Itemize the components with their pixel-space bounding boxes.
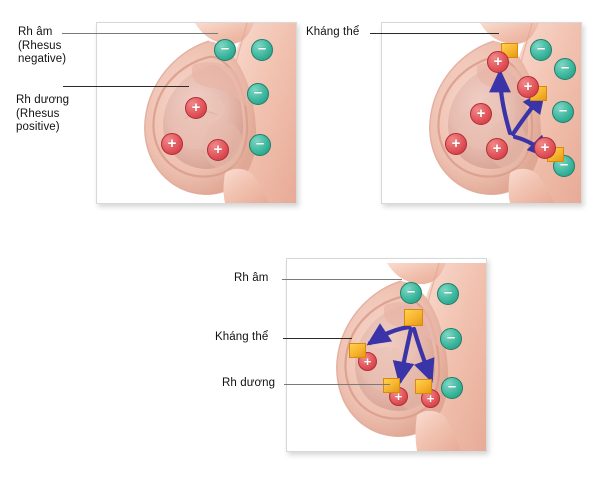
negative-sign: –: [406, 283, 416, 300]
fetal-rh-positive-cell: +: [161, 133, 183, 155]
antibody-leader-line: [370, 33, 499, 35]
positive-sign: +: [492, 140, 502, 157]
maternal-rh-negative-cell: –: [552, 101, 574, 123]
maternal-rh-negative-cell: –: [530, 39, 552, 61]
positive-sign: +: [213, 141, 223, 158]
positive-sign: +: [191, 99, 201, 116]
negative-sign: –: [220, 40, 230, 57]
maternal-rh-negative-cell: –: [554, 58, 576, 80]
negative-sign: –: [560, 59, 570, 76]
rh-positive-label: Rh dương: [222, 377, 276, 389]
fetal-rh-positive-cell: +: [470, 103, 492, 125]
fetal-rh-positive-cell: +: [486, 138, 508, 160]
maternal-rh-negative-cell: –: [437, 283, 459, 305]
maternal-rh-negative-cell: –: [214, 39, 236, 61]
positive-sign: +: [476, 105, 486, 122]
rh-negative-label: Rh âm: [234, 272, 269, 284]
negative-sign: –: [536, 40, 546, 57]
positive-sign: +: [426, 390, 435, 406]
rh-positive-leader-line: [284, 384, 390, 385]
panel-antibodies-attack-fetal-cells: – – – – + + +: [286, 258, 487, 452]
rh-negative-leader-line: [62, 33, 218, 34]
positive-sign: +: [523, 78, 533, 95]
maternal-rh-negative-cell: –: [441, 377, 463, 399]
maternal-rh-negative-cell: –: [251, 39, 273, 61]
negative-sign: –: [447, 378, 457, 395]
negative-sign: –: [446, 329, 456, 346]
fetal-rh-positive-cell: +: [185, 97, 207, 119]
antibody-square: [404, 309, 423, 326]
maternal-rh-negative-cell: –: [247, 83, 269, 105]
negative-sign: –: [253, 84, 263, 101]
antibody-label: Kháng thể: [215, 331, 269, 343]
negative-sign: –: [257, 40, 267, 57]
antibody-bound-cell: +: [517, 76, 539, 98]
positive-sign: +: [167, 135, 177, 152]
rh-positive-label: Rh dương (Rhesus positive): [16, 94, 70, 133]
panel-1-artwork: – – – – + + +: [97, 23, 296, 203]
positive-sign: +: [540, 139, 550, 156]
panel-3-artwork: – – – – + + +: [287, 259, 486, 451]
antibody-bound-cell: +: [487, 51, 509, 73]
negative-sign: –: [255, 135, 265, 152]
rh-negative-label: Rh âm (Rhesus negative): [18, 26, 67, 65]
positive-sign: +: [493, 53, 503, 70]
maternal-rh-negative-cell: –: [400, 282, 422, 304]
positive-sign: +: [451, 135, 461, 152]
panel-2-artwork: – – – – + + + +: [382, 23, 581, 203]
antibody-bound-cell: +: [534, 137, 556, 159]
panel-initial-state: – – – – + + +: [96, 22, 297, 204]
positive-sign: +: [394, 388, 403, 404]
antibody-on-fetal-cell: [349, 343, 366, 358]
negative-sign: –: [558, 102, 568, 119]
rh-negative-leader-line: [282, 279, 402, 280]
antibody-on-fetal-cell: [415, 379, 432, 394]
antibody-on-fetal-cell: [383, 378, 400, 393]
maternal-rh-negative-cell: –: [249, 134, 271, 156]
panel-fetal-cells-enter-maternal-blood: – – – – + + + +: [381, 22, 582, 204]
antibody-label: Kháng thể: [306, 26, 360, 38]
fetal-rh-positive-cell: +: [207, 139, 229, 161]
antibody-leader-line: [283, 338, 352, 340]
fetal-rh-positive-cell: +: [445, 133, 467, 155]
negative-sign: –: [559, 156, 569, 173]
antibody-attack-arrows: [366, 323, 435, 386]
maternal-rh-negative-cell: –: [440, 328, 462, 350]
rh-positive-leader-line: [63, 86, 189, 88]
negative-sign: –: [443, 284, 453, 301]
positive-sign: +: [363, 353, 372, 369]
